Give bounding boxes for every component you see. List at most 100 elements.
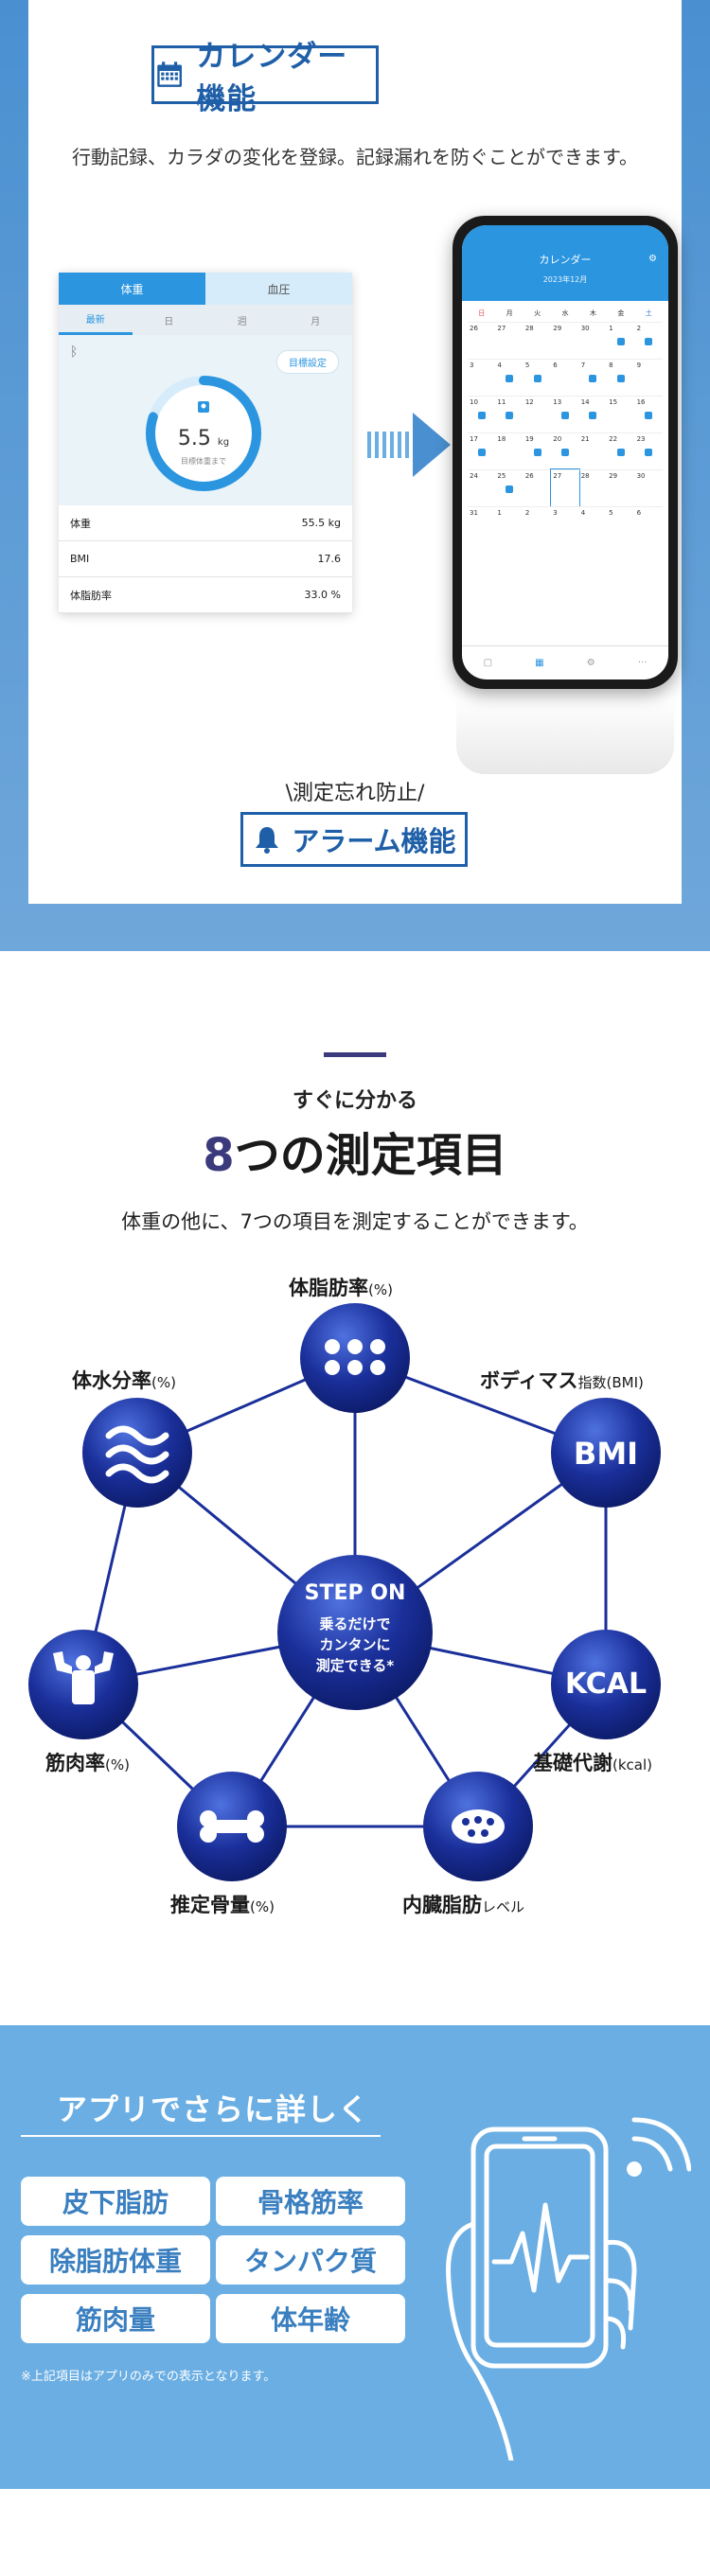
calendar-day[interactable]: 28 xyxy=(523,322,552,359)
day-number: 16 xyxy=(636,398,646,406)
weekday-header: 火 xyxy=(534,309,541,317)
calendar-day[interactable]: 10 xyxy=(468,396,496,432)
calendar-day[interactable]: 16 xyxy=(634,396,663,432)
weekday-header: 月 xyxy=(506,309,513,317)
calendar-day[interactable]: 7 xyxy=(578,359,608,396)
calendar-day[interactable]: 8 xyxy=(607,359,635,396)
calendar-day[interactable]: 12 xyxy=(523,396,552,432)
calendar-day[interactable]: 3 xyxy=(551,506,579,543)
record-icon xyxy=(477,412,486,419)
calendar-day[interactable]: 1 xyxy=(495,506,524,543)
label-bone: 推定骨量(%) xyxy=(170,1894,275,1916)
day-number: 29 xyxy=(609,472,618,480)
day-number: 12 xyxy=(524,398,534,406)
calendar-nav-icon[interactable]: ▦ xyxy=(535,658,544,668)
calendar-day[interactable]: 5 xyxy=(523,359,552,396)
record-icon xyxy=(645,449,653,456)
day-number: 3 xyxy=(470,362,474,369)
calendar-day[interactable]: 26 xyxy=(468,322,496,359)
tab-weight[interactable]: 体重 xyxy=(59,273,205,305)
calendar-day[interactable]: 25 xyxy=(495,469,524,506)
calendar-day[interactable]: 1 xyxy=(607,322,635,359)
weekday-header: 土 xyxy=(645,309,652,317)
subtab-week[interactable]: 週 xyxy=(237,316,247,327)
calendar-day[interactable]: 19 xyxy=(523,432,552,469)
accent-bar xyxy=(324,1052,386,1057)
calendar-day[interactable]: 13 xyxy=(551,396,579,432)
calendar-day[interactable]: 9 xyxy=(634,359,663,396)
calendar-day[interactable]: 2 xyxy=(523,506,552,543)
day-number: 28 xyxy=(524,325,534,332)
calendar-day[interactable]: 11 xyxy=(495,396,524,432)
record-icon xyxy=(616,375,625,382)
calendar-day[interactable]: 17 xyxy=(468,432,496,469)
record-icon xyxy=(477,449,486,456)
alarm-heading: アラーム機能 xyxy=(240,812,468,867)
calendar-day[interactable]: 20 xyxy=(551,432,579,469)
calendar-day[interactable]: 2 xyxy=(634,322,663,359)
calendar-day[interactable]: 22 xyxy=(607,432,635,469)
label-water: 体水分率(%) xyxy=(72,1369,176,1392)
subtab-day[interactable]: 日 xyxy=(164,316,174,327)
calendar-day[interactable]: 27 xyxy=(550,468,580,507)
phone-reflection xyxy=(456,698,674,774)
calendar-day[interactable]: 28 xyxy=(578,469,608,506)
calendar-day[interactable]: 29 xyxy=(607,469,635,506)
bmi-icon-text: BMI xyxy=(573,1436,639,1472)
subtab-latest[interactable]: 最新 xyxy=(59,305,133,335)
calendar-day[interactable]: 30 xyxy=(634,469,663,506)
day-number: 15 xyxy=(609,398,618,406)
calendar-day[interactable]: 31 xyxy=(468,506,496,543)
gauge-value: 5.5 xyxy=(177,427,211,450)
record-icon xyxy=(506,412,514,419)
target-setting-button[interactable]: 目標設定 xyxy=(276,350,339,374)
day-number: 7 xyxy=(580,362,586,369)
label-bmi: ボディマス指数(BMI) xyxy=(480,1369,644,1392)
more-icon[interactable]: ··· xyxy=(637,658,648,668)
row-label: 体重 xyxy=(70,517,91,530)
calendar-day[interactable]: 18 xyxy=(495,432,524,469)
calendar-day[interactable]: 30 xyxy=(578,322,608,359)
calendar-day[interactable]: 14 xyxy=(578,396,608,432)
day-number: 6 xyxy=(553,362,558,369)
item-skeletal-muscle: 骨格筋率 xyxy=(216,2177,405,2226)
day-number: 14 xyxy=(580,398,590,406)
calendar-day[interactable]: 24 xyxy=(468,469,496,506)
home-icon[interactable]: ▢ xyxy=(483,658,493,668)
item-protein: タンパク質 xyxy=(216,2235,405,2285)
day-number: 20 xyxy=(553,435,562,443)
record-icon xyxy=(533,375,541,382)
calendar-day[interactable]: 15 xyxy=(607,396,635,432)
calendar-day[interactable]: 26 xyxy=(523,469,552,506)
row-value: 33.0 % xyxy=(304,589,341,601)
settings-icon[interactable]: ⚙ xyxy=(648,254,657,264)
calendar-day[interactable]: 4 xyxy=(495,359,524,396)
node-visceral-fat xyxy=(423,1772,533,1881)
item-body-age: 体年齢 xyxy=(216,2294,405,2343)
calendar-day[interactable]: 6 xyxy=(551,359,579,396)
day-number: 1 xyxy=(609,325,613,332)
weekday-header: 木 xyxy=(589,309,596,317)
calendar-day[interactable]: 29 xyxy=(551,322,579,359)
calendar-day[interactable]: 6 xyxy=(634,506,663,543)
day-number: 22 xyxy=(609,435,618,443)
day-number: 3 xyxy=(553,509,558,517)
calendar-day[interactable]: 27 xyxy=(495,322,524,359)
day-number: 5 xyxy=(609,509,613,517)
calendar-day[interactable]: 5 xyxy=(607,506,635,543)
calendar-day[interactable]: 4 xyxy=(578,506,608,543)
calendar-day[interactable]: 3 xyxy=(468,359,496,396)
subtab-month[interactable]: 月 xyxy=(311,316,321,327)
measure-title: 8つの測定項目 xyxy=(0,1118,710,1184)
gear-icon[interactable]: ⚙ xyxy=(586,658,595,668)
measurement-network: BMI KCAL STEP ON 乗るだけで カンタンに 測定できる* 体脂肪率… xyxy=(0,1226,710,1983)
tab-blood-pressure[interactable]: 血圧 xyxy=(205,273,352,305)
calendar-day[interactable]: 21 xyxy=(578,432,608,469)
record-icon xyxy=(506,375,514,382)
day-number: 27 xyxy=(497,325,506,332)
calendar-day[interactable]: 23 xyxy=(634,432,663,469)
